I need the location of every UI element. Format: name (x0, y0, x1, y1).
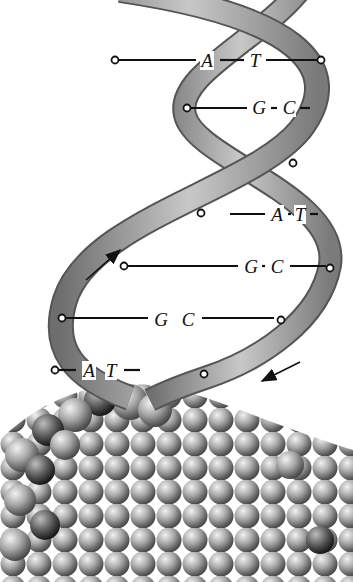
base-letter: C (282, 98, 297, 117)
base-letter: A (270, 205, 284, 224)
base-letter: T (294, 205, 307, 224)
base-letter: G (153, 310, 169, 329)
base-letter: C (270, 257, 285, 276)
base-letter: T (249, 51, 262, 70)
direction-arrows (86, 250, 300, 381)
base-letter: G (251, 98, 267, 117)
base-letter: C (181, 310, 196, 329)
base-letter: T (105, 361, 118, 380)
sphere-cluster (0, 384, 353, 582)
base-letter: G (243, 257, 259, 276)
base-letter: A (82, 361, 96, 380)
base-letter: A (200, 51, 214, 70)
base-pair-lines (52, 57, 334, 378)
helix-ribbons (61, 0, 331, 400)
